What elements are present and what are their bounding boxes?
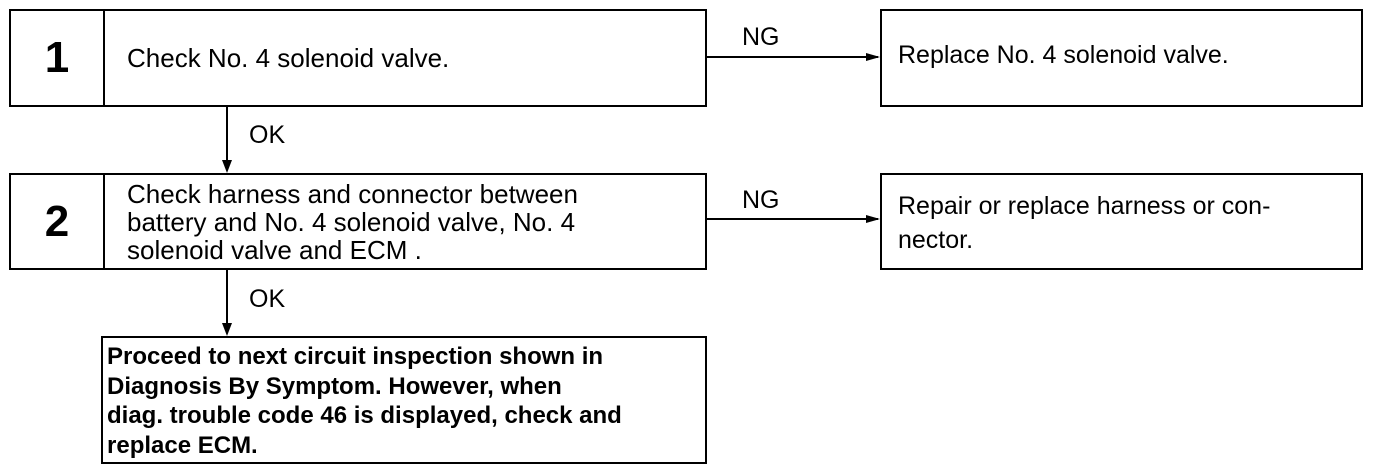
result-1-text: Replace No. 4 solenoid valve. bbox=[898, 41, 1229, 69]
ng-label-1: NG bbox=[742, 23, 780, 51]
step-1-box: 1 Check No. 4 solenoid valve. bbox=[9, 9, 707, 107]
final-instruction-box: Proceed to next circuit inspection shown… bbox=[101, 336, 707, 464]
step-2-line: battery and No. 4 solenoid valve, No. 4 bbox=[127, 206, 576, 237]
ok-label-1: OK bbox=[249, 121, 286, 149]
final-line: Diagnosis By Symptom. However, when bbox=[107, 372, 562, 400]
result-2-text: Repair or replace harness or con- nector… bbox=[898, 189, 1351, 257]
step-2-number: 2 bbox=[11, 175, 105, 268]
ok-label-2: OK bbox=[249, 285, 286, 313]
step-2-line: Check harness and connector between bbox=[127, 178, 578, 209]
arrowhead-down-1 bbox=[222, 160, 232, 173]
step-2-line: solenoid valve and ECM . bbox=[127, 234, 422, 265]
result-2-box: Repair or replace harness or con- nector… bbox=[880, 173, 1363, 270]
arrowhead-right-2 bbox=[866, 215, 880, 223]
result-2-line: nector. bbox=[898, 226, 974, 254]
ng-label-2: NG bbox=[742, 186, 780, 214]
result-2-line: Repair or replace harness or con- bbox=[898, 192, 1271, 220]
final-line: replace ECM. bbox=[107, 431, 258, 459]
step-1-text: Check No. 4 solenoid valve. bbox=[127, 43, 450, 73]
arrowhead-right-1 bbox=[866, 53, 880, 61]
step-2-box: 2 Check harness and connector between ba… bbox=[9, 173, 707, 270]
final-line: Proceed to next circuit inspection shown… bbox=[107, 343, 604, 370]
step-2-text: Check harness and connector between batt… bbox=[127, 175, 695, 268]
step-1-number: 1 bbox=[11, 11, 105, 105]
arrowhead-down-2 bbox=[222, 323, 232, 336]
final-line: diag. trouble code 46 is displayed, chec… bbox=[107, 402, 622, 429]
result-1-box: Replace No. 4 solenoid valve. bbox=[880, 9, 1363, 107]
